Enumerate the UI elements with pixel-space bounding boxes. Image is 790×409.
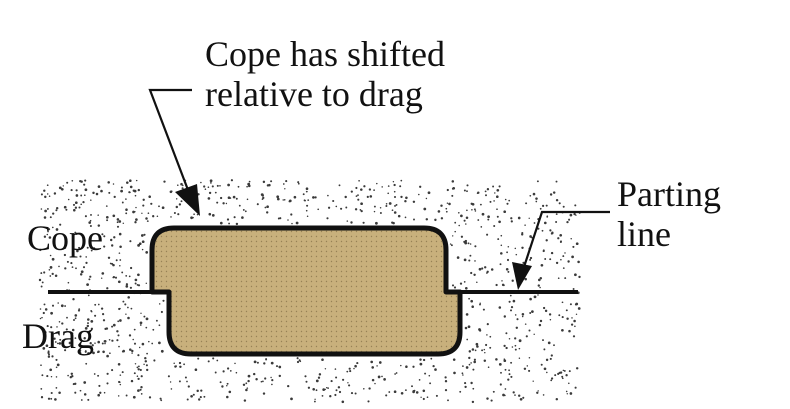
parting-line-label-line1: Parting [617, 174, 721, 214]
cope-shift-label-line2: relative to drag [205, 74, 423, 115]
cope-label: Cope [27, 218, 103, 258]
drag-label: Drag [22, 316, 94, 356]
parting-line-label-line2: line [617, 214, 671, 255]
cope-shift-label-line1: Cope has shifted [205, 34, 445, 74]
parting-line-label: Parting line [617, 174, 721, 255]
shift-arrow [148, 88, 200, 216]
parting-line-arrow [512, 210, 610, 290]
sand-mold-dots [38, 179, 581, 404]
cope-shift-label: Cope has shifted relative to drag [205, 34, 445, 115]
shifted-casting [149, 225, 463, 357]
